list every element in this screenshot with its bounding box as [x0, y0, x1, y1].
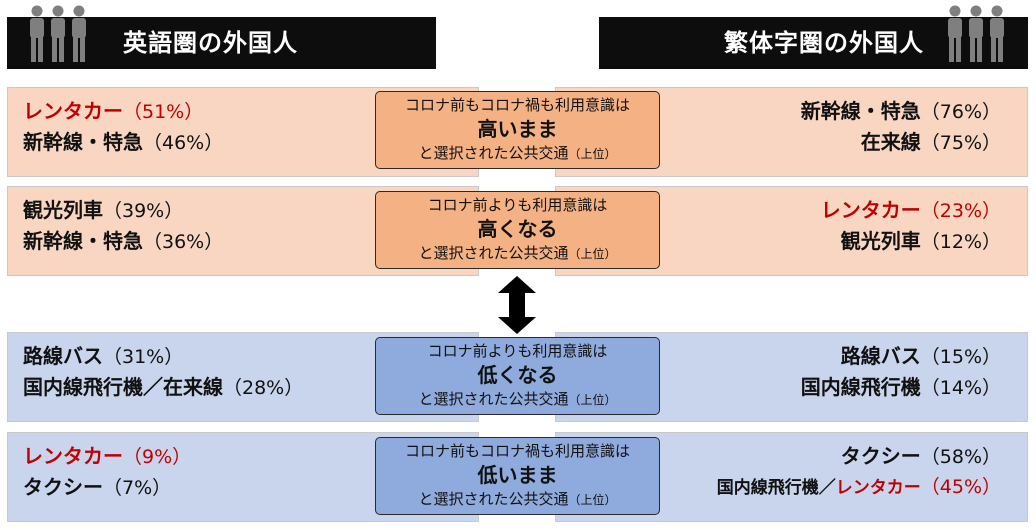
row4-left-item1: レンタカー（9%）: [23, 444, 192, 468]
row4-right-item2: 国内線飛行機／レンタカー（45%）: [716, 476, 1001, 498]
people-group-icon: [30, 5, 86, 62]
row2-left-item2: 新幹線・特急（36%）: [23, 229, 224, 253]
row1-left-item2: 新幹線・特急（46%）: [23, 130, 224, 154]
row2-right-item1: レンタカー（23%）: [820, 198, 1001, 222]
double-arrow-icon: [498, 276, 536, 334]
row1-right-item2: 在来線（75%）: [860, 130, 1001, 154]
row3-center-label: コロナ前よりも利用意識は 低くなる と選択された公共交通（上位）: [375, 337, 660, 415]
people-group-icon: [948, 5, 1004, 62]
row2-right-item2: 観光列車（12%）: [840, 229, 1001, 253]
header-english-speaking: 英語圏の外国人: [7, 17, 436, 69]
row3-right-item1: 路線バス（15%）: [840, 344, 1001, 368]
row4-right-item1: タクシー（58%）: [840, 444, 1001, 468]
row3-left-item1: 路線バス（31%）: [23, 344, 184, 368]
row1-center-label: コロナ前もコロナ禍も利用意識は 高いまま と選択された公共交通（上位）: [375, 91, 660, 169]
row1-right-item1: 新幹線・特急（76%）: [800, 99, 1001, 123]
row2-center-label: コロナ前よりも利用意識は 高くなる と選択された公共交通（上位）: [375, 191, 660, 269]
row3-left-item2: 国内線飛行機／在来線（28%）: [23, 375, 304, 399]
row4-left-item2: タクシー（7%）: [23, 475, 172, 499]
row1-left-item1: レンタカー（51%）: [23, 99, 204, 123]
row4-center-label: コロナ前もコロナ禍も利用意識は 低いまま と選択された公共交通（上位）: [375, 437, 660, 515]
row3-right-item2: 国内線飛行機（14%）: [800, 375, 1001, 399]
row2-left-item1: 観光列車（39%）: [23, 198, 184, 222]
